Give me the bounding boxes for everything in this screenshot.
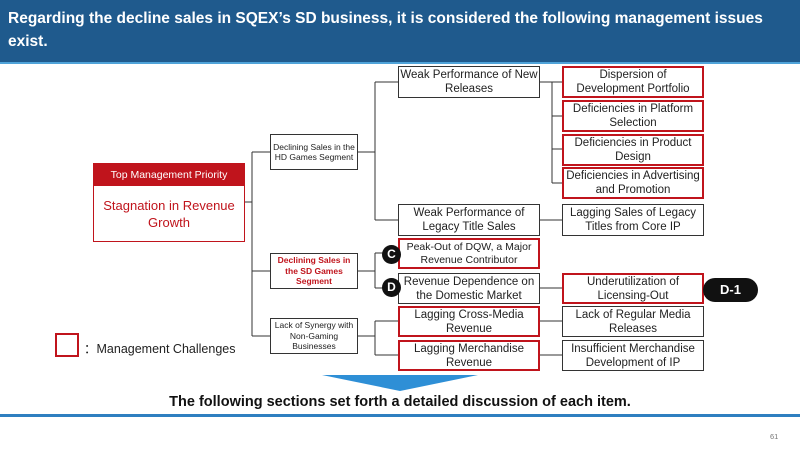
cause-cross-media: Lagging Cross-Media Revenue <box>398 306 540 337</box>
top-priority-heading: Top Management Priority <box>94 164 244 186</box>
issue-advertising-promotion: Deficiencies in Advertising and Promotio… <box>562 167 704 199</box>
legend-red-box <box>55 333 79 357</box>
issue-platform-selection: Deficiencies in Platform Selection <box>562 100 704 132</box>
cause-dqw-peak-out: Peak-Out of DQW, a Major Revenue Contrib… <box>398 238 540 269</box>
cause-merchandise: Lagging Merchandise Revenue <box>398 340 540 371</box>
marker-d: D <box>382 278 401 297</box>
issue-dispersion-portfolio: Dispersion of Development Portfolio <box>562 66 704 98</box>
top-priority-text: Stagnation in Revenue Growth <box>103 197 235 230</box>
footer-divider <box>0 414 800 417</box>
header-bar: Regarding the decline sales in SQEX’s SD… <box>0 0 800 62</box>
cause-new-releases: Weak Performance of New Releases <box>398 66 540 98</box>
legend-label: ：Management Challenges <box>84 342 236 356</box>
segment-hd-games: Declining Sales in the HD Games Segment <box>270 134 358 170</box>
marker-c: C <box>382 245 401 264</box>
segment-non-gaming-synergy: Lack of Synergy with Non-Gaming Business… <box>270 318 358 354</box>
cause-legacy-titles: Weak Performance of Legacy Title Sales <box>398 204 540 236</box>
marker-d1: D-1 <box>703 278 758 302</box>
conclusion-text: The following sections set forth a detai… <box>169 394 631 410</box>
header-divider <box>0 62 800 64</box>
page-number: 61 <box>770 432 779 441</box>
issue-product-design: Deficiencies in Product Design <box>562 134 704 166</box>
down-arrow <box>322 375 478 391</box>
cause-domestic-dependence: Revenue Dependence on the Domestic Marke… <box>398 273 540 304</box>
issue-licensing-out: Underutilization of Licensing-Out <box>562 273 704 304</box>
issue-merchandise-development: Insufficient Merchandise Development of … <box>562 340 704 371</box>
top-management-priority-box: Top Management Priority Stagnation in Re… <box>93 163 245 242</box>
issue-media-releases: Lack of Regular Media Releases <box>562 306 704 337</box>
segment-sd-games: Declining Sales in the SD Games Segment <box>270 253 358 289</box>
page-title: Regarding the decline sales in SQEX’s SD… <box>8 10 763 50</box>
issue-legacy-core-ip: Lagging Sales of Legacy Titles from Core… <box>562 204 704 236</box>
